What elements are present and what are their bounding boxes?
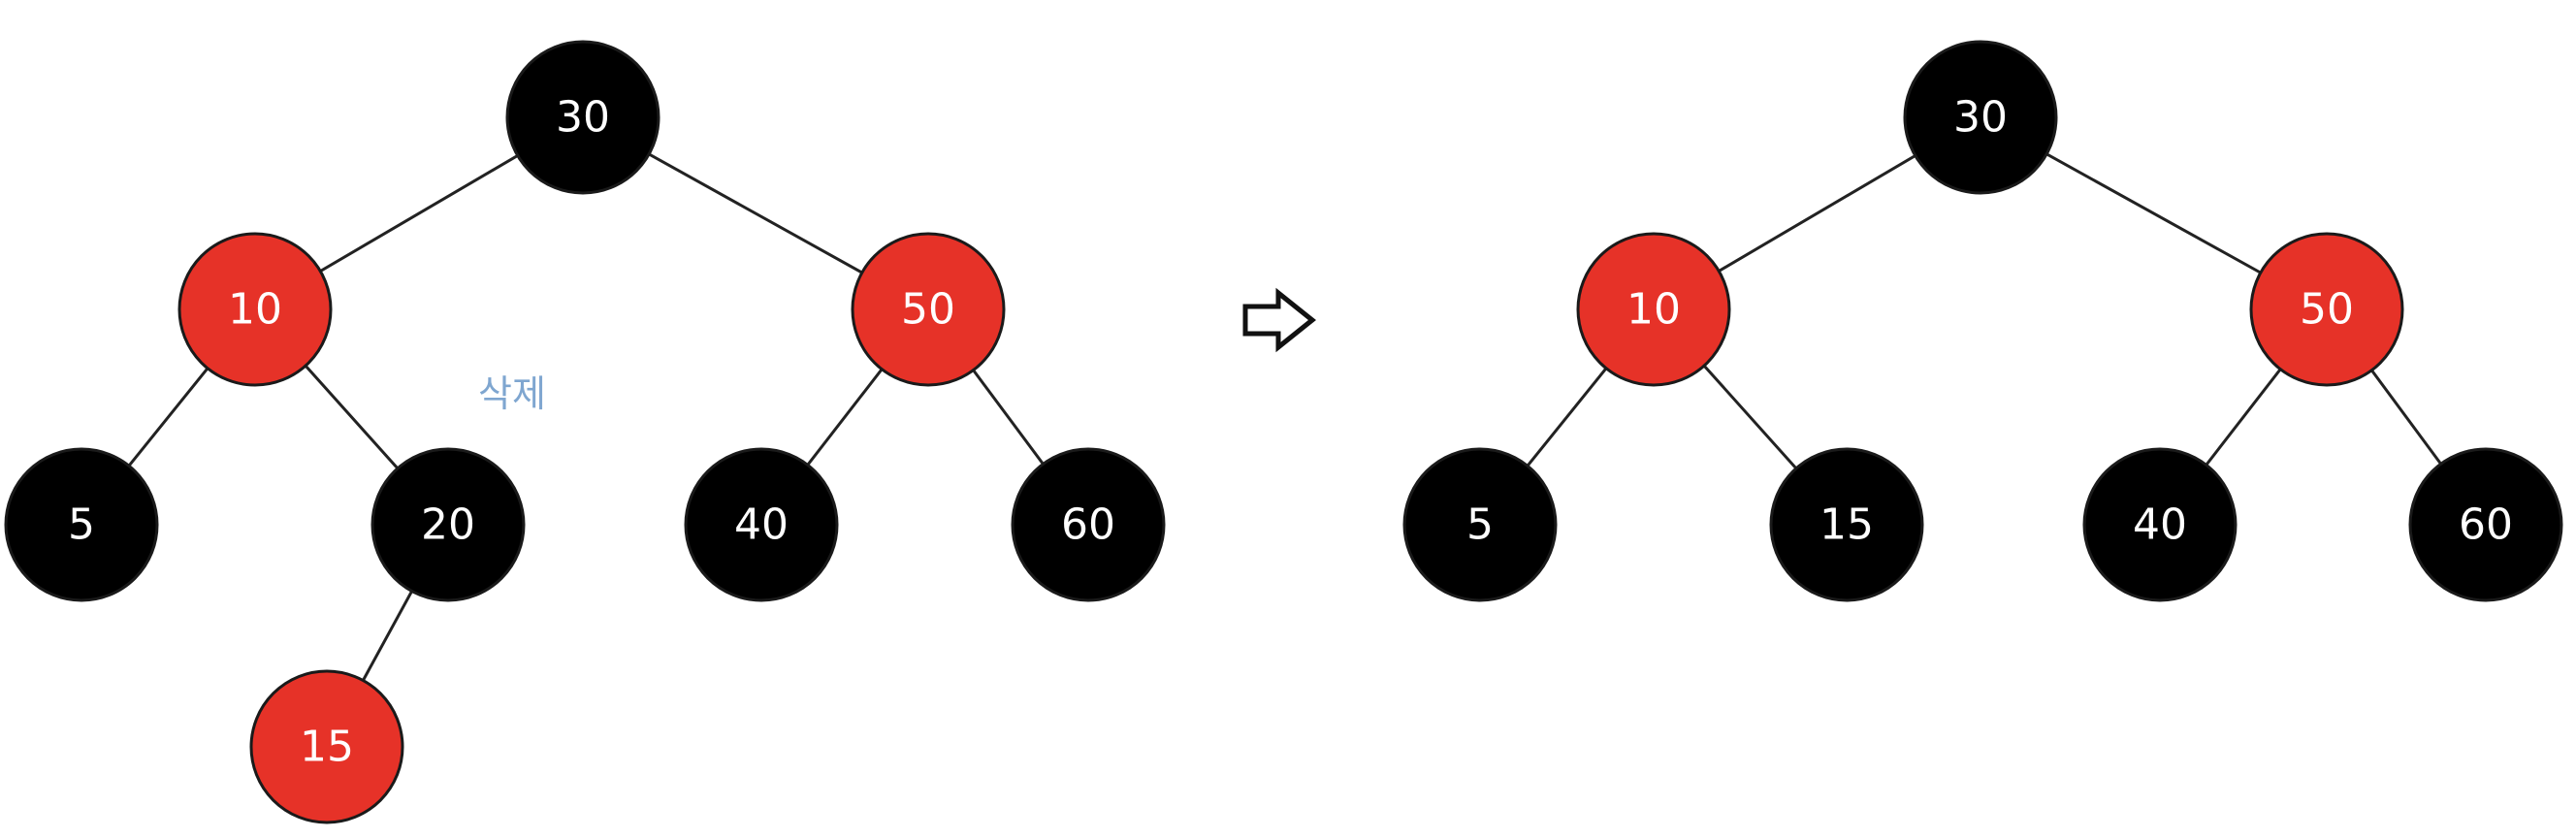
before-tree-nodes: 30 10 50 5 20 40 60 15 [4, 40, 1166, 824]
before_tree-node-40: 40 [684, 447, 839, 602]
after_tree-node-circle [1769, 447, 1924, 602]
before_tree-node-label: 30 [556, 93, 610, 143]
before_tree-node-label: 40 [734, 500, 789, 550]
before_tree-node-circle [684, 447, 839, 602]
before_tree-node-label: 5 [68, 500, 95, 550]
before_tree-node-label: 10 [228, 285, 282, 335]
after_tree-node-50: 50 [2249, 232, 2404, 387]
before_tree-node-circle [1011, 447, 1166, 602]
after_tree-node-circle [1903, 40, 2058, 195]
before_tree-node-label: 15 [300, 723, 354, 772]
before_tree-node-50: 50 [851, 232, 1006, 387]
before-tree: 30 10 50 5 20 40 60 15 삭제 [4, 40, 1166, 824]
after_tree-node-circle [2408, 447, 2563, 602]
after-tree-nodes: 30 10 50 5 15 40 60 [1402, 40, 2563, 602]
before_tree-node-circle [370, 447, 526, 602]
before_tree-node-circle [249, 669, 404, 824]
after-tree: 30 10 50 5 15 40 60 [1402, 40, 2563, 602]
before_tree-node-15: 15 [249, 669, 404, 824]
after_tree-node-40: 40 [2082, 447, 2238, 602]
before_tree-node-5: 5 [4, 447, 159, 602]
before_tree-node-circle [851, 232, 1006, 387]
after_tree-node-5: 5 [1402, 447, 1558, 602]
after_tree-node-circle [2249, 232, 2404, 387]
after_tree-node-15: 15 [1769, 447, 1924, 602]
after_tree-node-label: 50 [2300, 285, 2354, 335]
after_tree-node-circle [1402, 447, 1558, 602]
after_tree-node-label: 60 [2459, 500, 2513, 550]
after_tree-node-circle [1576, 232, 1731, 387]
before_tree-node-circle [505, 40, 660, 195]
before_tree-node-60: 60 [1011, 447, 1166, 602]
after_tree-node-circle [2082, 447, 2238, 602]
delete-annotation: 삭제 [478, 372, 546, 415]
right-arrow-icon [1242, 287, 1317, 353]
before_tree-node-label: 60 [1061, 500, 1115, 550]
after_tree-node-label: 40 [2133, 500, 2187, 550]
before_tree-node-30: 30 [505, 40, 660, 195]
before-tree-edges [80, 115, 1090, 748]
after_tree-node-label: 30 [1953, 93, 2008, 143]
before_tree-node-10: 10 [177, 232, 333, 387]
before_tree-node-circle [4, 447, 159, 602]
before_tree-node-20: 20 [370, 447, 526, 602]
after_tree-node-label: 5 [1466, 500, 1494, 550]
before_tree-node-label: 20 [421, 500, 475, 550]
after_tree-node-10: 10 [1576, 232, 1731, 387]
before_tree-node-label: 50 [901, 285, 955, 335]
after_tree-node-30: 30 [1903, 40, 2058, 195]
before_tree-node-circle [177, 232, 333, 387]
after_tree-node-60: 60 [2408, 447, 2563, 602]
after_tree-node-label: 10 [1626, 285, 1681, 335]
after_tree-node-label: 15 [1819, 500, 1874, 550]
